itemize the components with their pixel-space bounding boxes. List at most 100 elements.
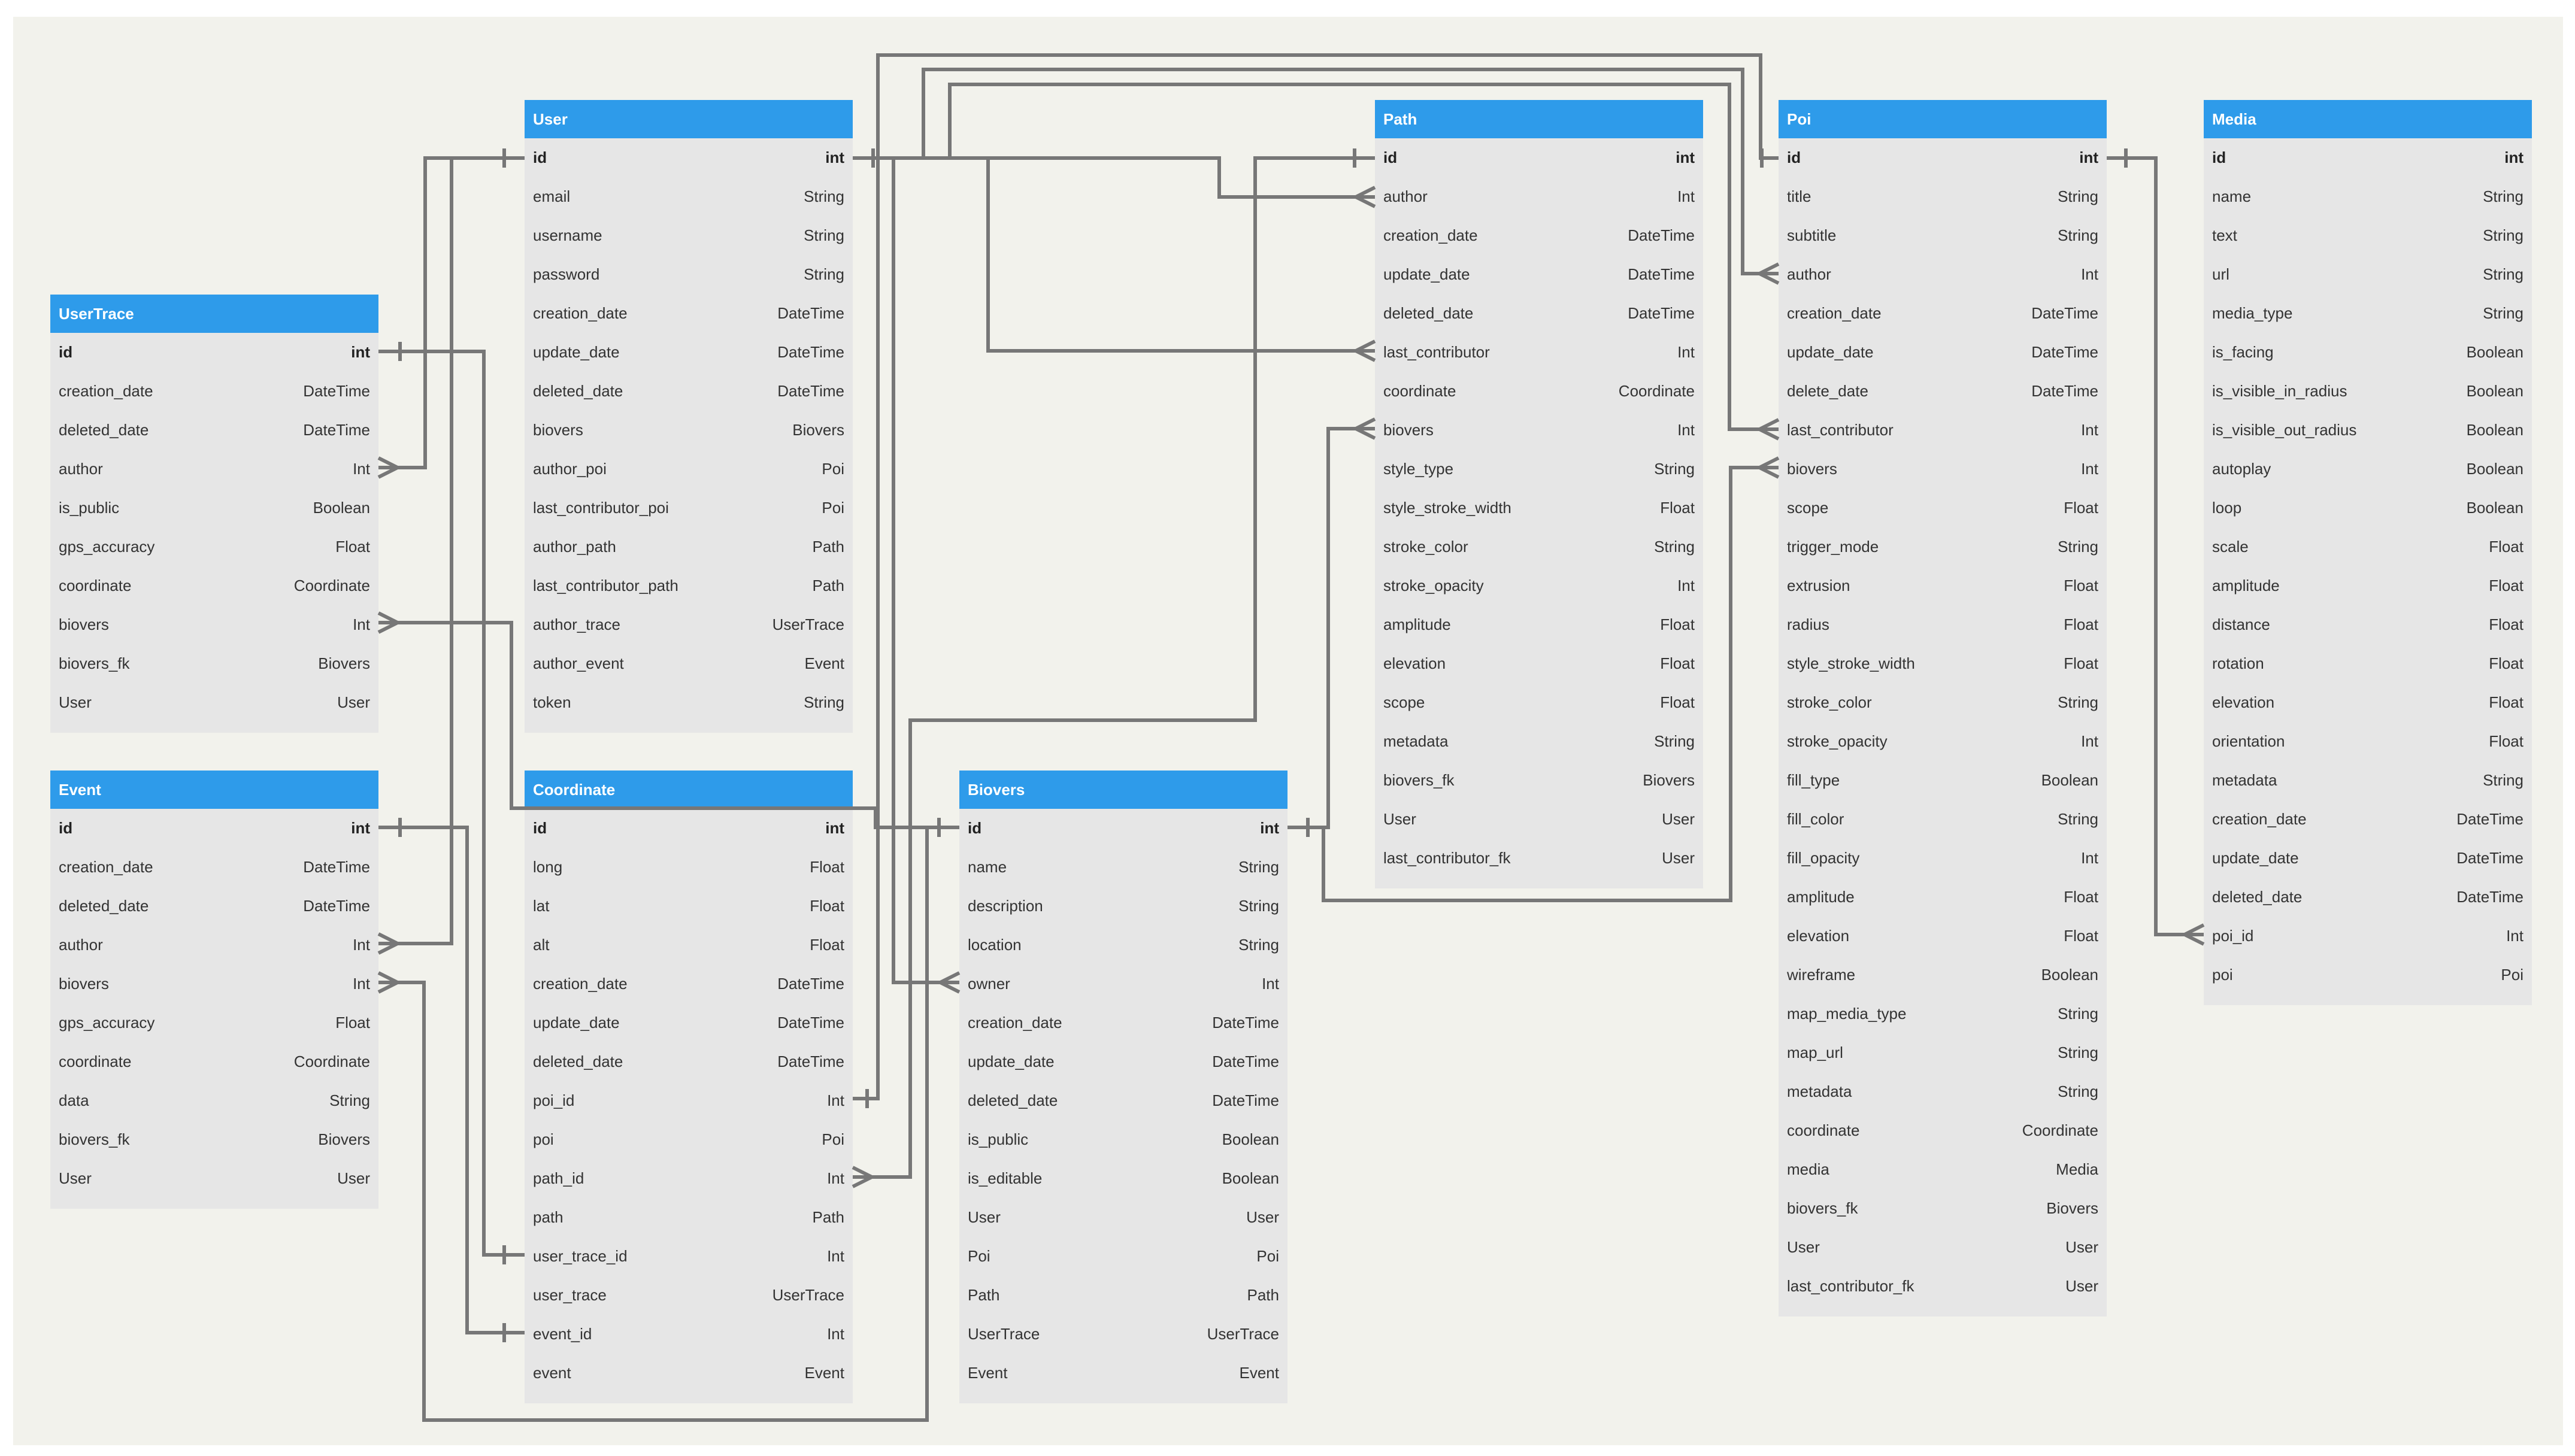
table-header[interactable]: Media <box>2204 100 2532 138</box>
table-header[interactable]: Path <box>1375 100 1703 138</box>
table-header[interactable]: Biovers <box>959 771 1288 809</box>
table-header[interactable]: Event <box>50 771 378 809</box>
table-header[interactable]: User <box>525 100 853 138</box>
